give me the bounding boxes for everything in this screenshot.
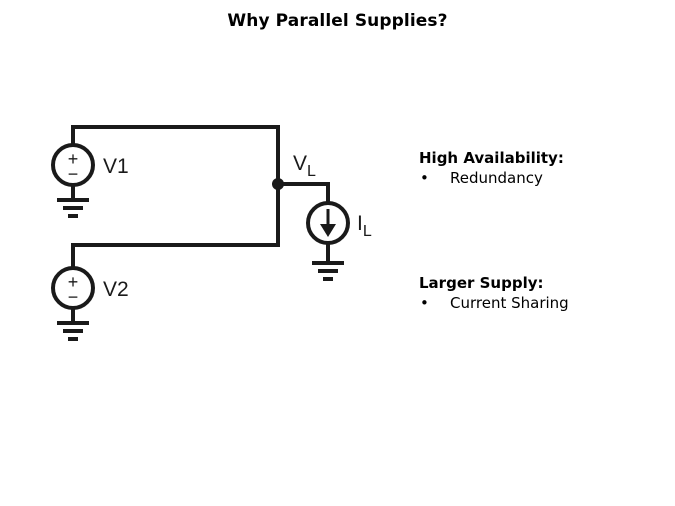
load-current-label: IL (357, 212, 372, 240)
wire-v1-to-node (71, 125, 280, 270)
node-voltage-label: VL (293, 152, 316, 180)
ground-icon-v2 (57, 321, 89, 341)
ground-icon-load (312, 261, 344, 281)
load-current-subscript: L (363, 223, 372, 240)
bullet-item: • Current Sharing (419, 293, 569, 313)
v2-minus-sign: − (68, 287, 79, 307)
bullet-icon: • (420, 169, 429, 187)
wire-node-to-load (276, 182, 330, 205)
slide-title: Why Parallel Supplies? (227, 11, 448, 31)
section-high-availability: High Availability: • Redundancy (419, 148, 564, 188)
load-current-main: I (357, 212, 363, 235)
v2-label: V2 (103, 278, 129, 301)
current-arrow-icon (320, 209, 336, 237)
bullet-text: Redundancy (450, 169, 543, 187)
node-voltage-subscript: L (307, 163, 316, 180)
ground-icon-v1 (57, 198, 89, 218)
section-heading: High Availability: (419, 149, 564, 167)
bullet-icon: • (420, 294, 429, 312)
v1-label: V1 (103, 155, 129, 178)
junction-node-dot (272, 178, 284, 190)
v1-plus-sign: + (68, 149, 79, 169)
section-heading: Larger Supply: (419, 274, 544, 292)
node-voltage-main: V (293, 152, 307, 175)
v1-minus-sign: − (68, 164, 79, 184)
section-larger-supply: Larger Supply: • Current Sharing (419, 273, 569, 313)
bullet-text: Current Sharing (450, 294, 569, 312)
bullet-item: • Redundancy (419, 168, 564, 188)
v2-plus-sign: + (68, 272, 79, 292)
